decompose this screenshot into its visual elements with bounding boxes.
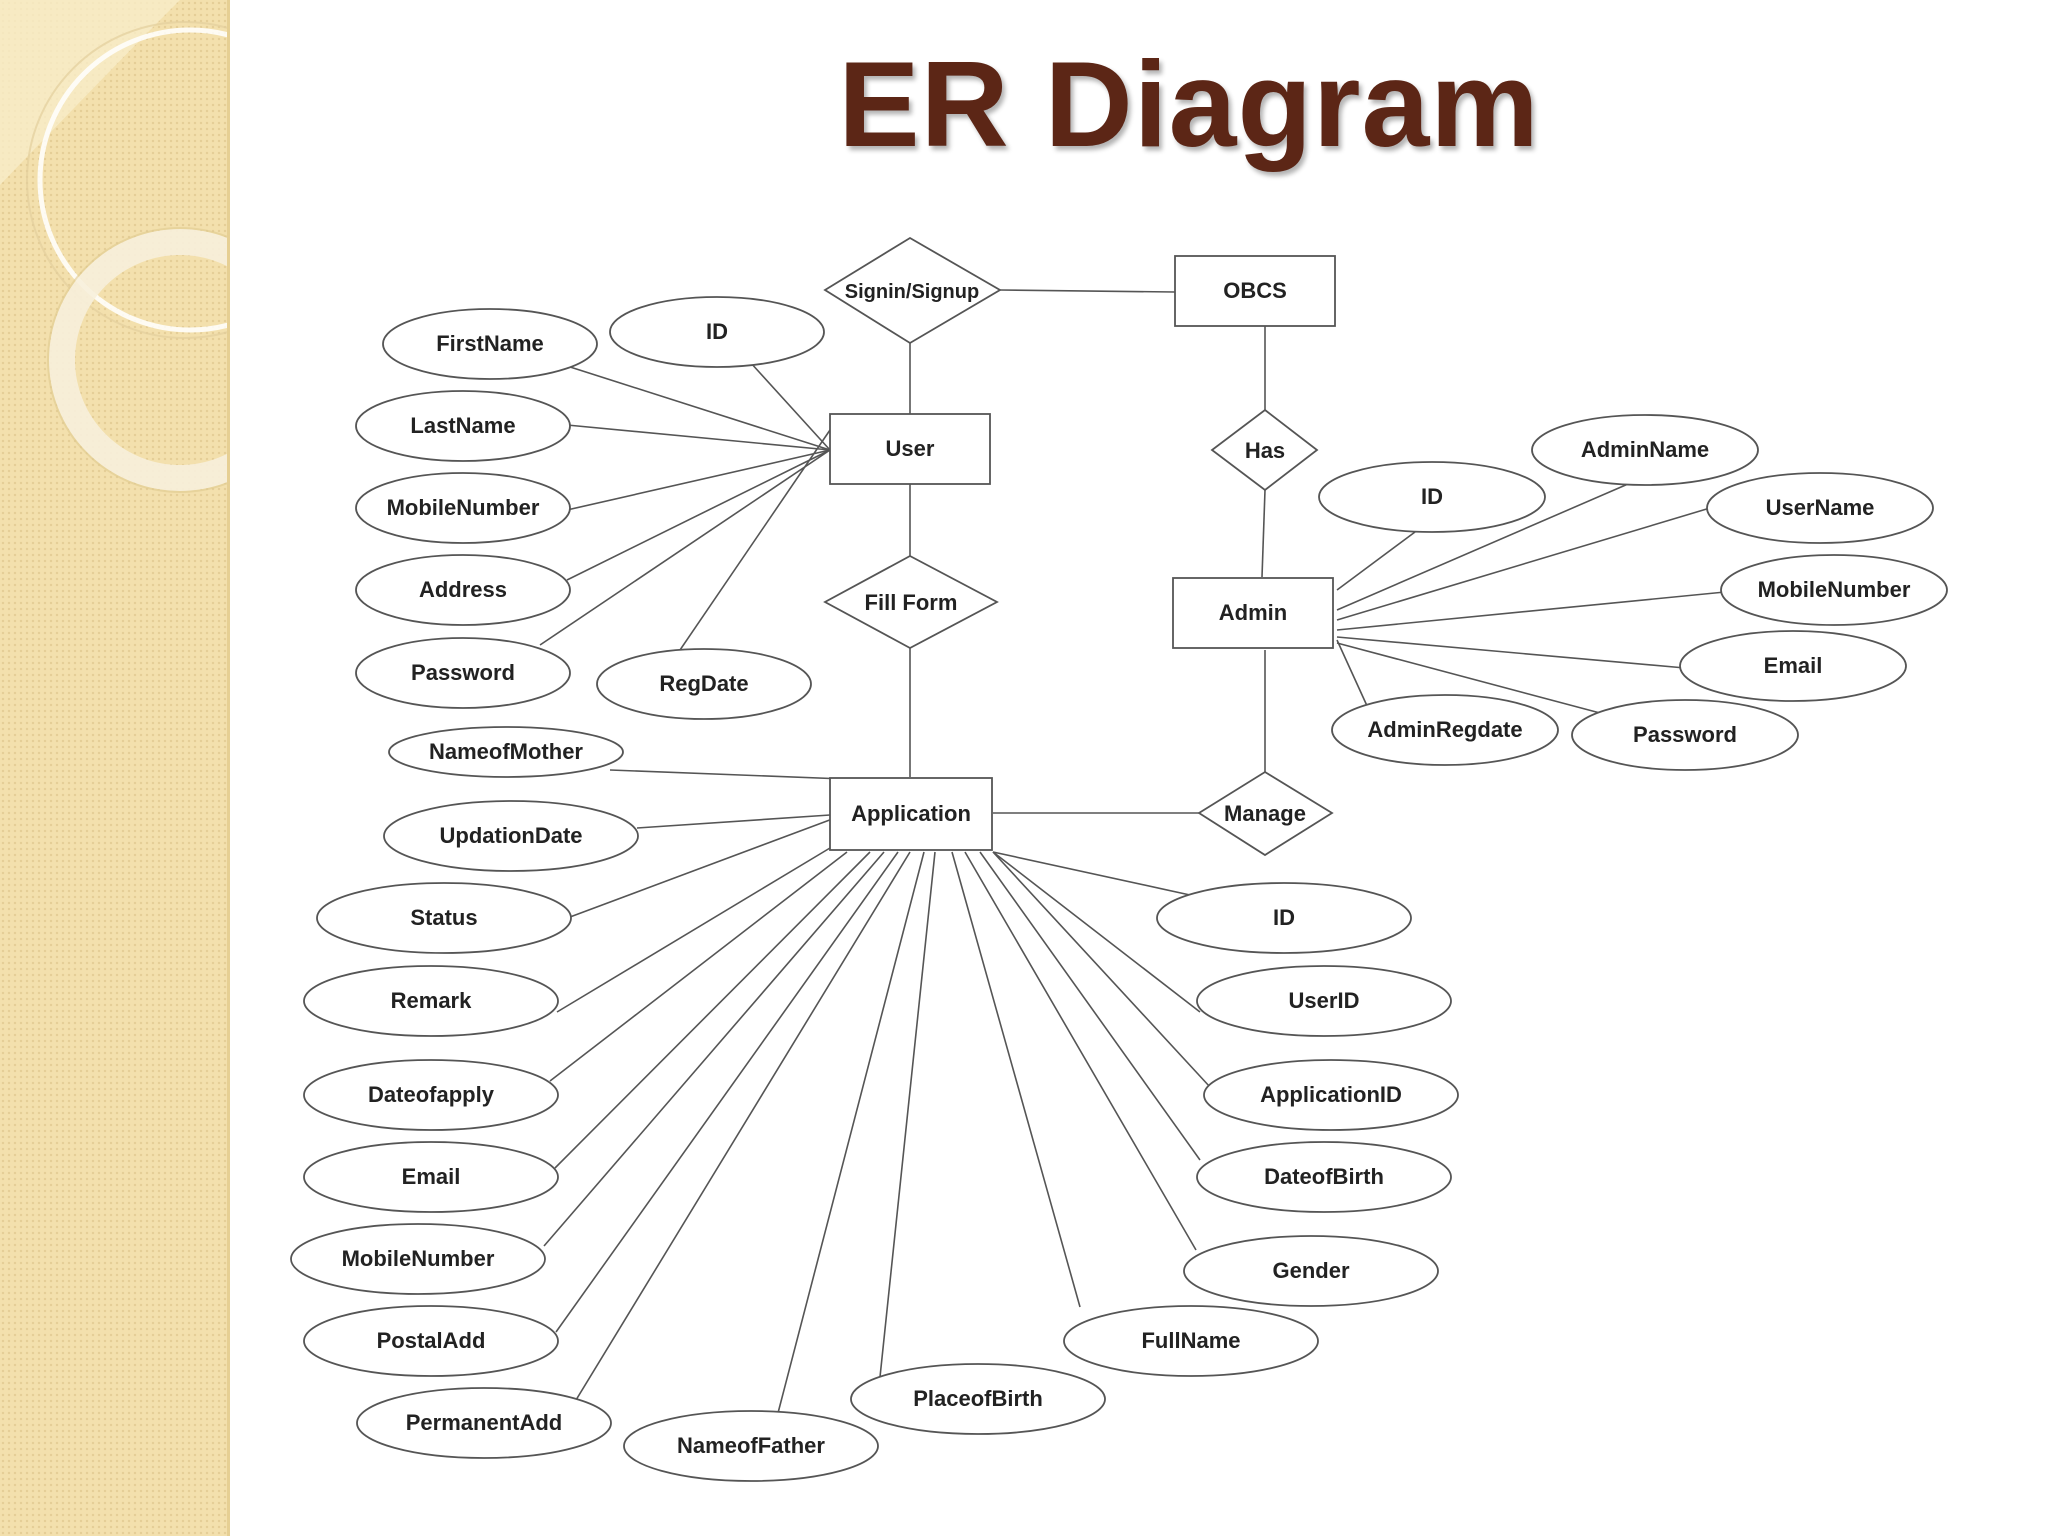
- connector-lines: [539, 289, 1726, 1414]
- svg-text:UserName: UserName: [1766, 495, 1875, 520]
- entity-admin[interactable]: Admin: [1172, 577, 1334, 649]
- user-attr-password[interactable]: Password: [355, 637, 571, 709]
- svg-text:Has: Has: [1245, 438, 1285, 463]
- application-attr-fullname[interactable]: FullName: [1063, 1305, 1319, 1377]
- application-attr-applicationid[interactable]: ApplicationID: [1203, 1059, 1459, 1131]
- user-attr-address[interactable]: Address: [355, 554, 571, 626]
- relationship-manage[interactable]: Manage: [1197, 770, 1334, 857]
- admin-attr-email[interactable]: Email: [1679, 630, 1907, 702]
- svg-text:ID: ID: [1273, 905, 1295, 930]
- svg-text:PostalAdd: PostalAdd: [377, 1328, 486, 1353]
- svg-text:Fill Form: Fill Form: [865, 590, 958, 615]
- relationship-signin-signup[interactable]: Signin/Signup: [823, 236, 1002, 345]
- svg-text:Remark: Remark: [391, 988, 472, 1013]
- svg-text:FullName: FullName: [1141, 1328, 1240, 1353]
- user-attr-id[interactable]: ID: [609, 296, 825, 368]
- application-attr-id[interactable]: ID: [1156, 882, 1412, 954]
- svg-text:NameofMother: NameofMother: [429, 739, 583, 764]
- svg-text:UpdationDate: UpdationDate: [440, 823, 583, 848]
- user-attr-lastname[interactable]: LastName: [355, 390, 571, 462]
- svg-text:MobileNumber: MobileNumber: [387, 495, 540, 520]
- application-attr-permanentadd[interactable]: PermanentAdd: [356, 1387, 612, 1459]
- decorative-sidebar: [0, 0, 230, 1536]
- svg-text:Status: Status: [410, 905, 477, 930]
- svg-text:Email: Email: [1764, 653, 1823, 678]
- application-attr-nameofmother[interactable]: NameofMother: [388, 726, 624, 778]
- application-attr-gender[interactable]: Gender: [1183, 1235, 1439, 1307]
- decorative-rings: [0, 0, 227, 493]
- admin-attr-adminname[interactable]: AdminName: [1531, 414, 1759, 486]
- svg-text:ID: ID: [1421, 484, 1443, 509]
- svg-text:Gender: Gender: [1272, 1258, 1349, 1283]
- svg-text:AdminRegdate: AdminRegdate: [1367, 717, 1522, 742]
- entity-user[interactable]: User: [829, 413, 991, 485]
- svg-text:Address: Address: [419, 577, 507, 602]
- svg-text:Password: Password: [1633, 722, 1737, 747]
- svg-text:Admin: Admin: [1219, 600, 1287, 625]
- relationship-fill-form[interactable]: Fill Form: [823, 554, 999, 650]
- user-attr-firstname[interactable]: FirstName: [382, 308, 598, 380]
- svg-text:PlaceofBirth: PlaceofBirth: [913, 1386, 1043, 1411]
- admin-attr-password[interactable]: Password: [1571, 699, 1799, 771]
- application-attr-updationdate[interactable]: UpdationDate: [383, 800, 639, 872]
- svg-text:Signin/Signup: Signin/Signup: [845, 281, 979, 303]
- user-attr-regdate[interactable]: RegDate: [596, 648, 812, 720]
- svg-text:Application: Application: [851, 801, 971, 826]
- svg-text:User: User: [886, 436, 935, 461]
- svg-text:OBCS: OBCS: [1223, 278, 1287, 303]
- svg-text:Manage: Manage: [1224, 801, 1306, 826]
- application-attr-postaladd[interactable]: PostalAdd: [303, 1305, 559, 1377]
- svg-text:PermanentAdd: PermanentAdd: [406, 1410, 562, 1435]
- application-attr-status[interactable]: Status: [316, 882, 572, 954]
- svg-text:NameofFather: NameofFather: [677, 1433, 825, 1458]
- svg-text:Dateofapply: Dateofapply: [368, 1082, 495, 1107]
- svg-text:AdminName: AdminName: [1581, 437, 1709, 462]
- admin-attr-adminregdate[interactable]: AdminRegdate: [1331, 694, 1559, 766]
- svg-text:DateofBirth: DateofBirth: [1264, 1164, 1384, 1189]
- application-attr-dateofapply[interactable]: Dateofapply: [303, 1059, 559, 1131]
- application-attr-remark[interactable]: Remark: [303, 965, 559, 1037]
- entity-application[interactable]: Application: [829, 777, 993, 851]
- svg-text:Password: Password: [411, 660, 515, 685]
- svg-text:MobileNumber: MobileNumber: [342, 1246, 495, 1271]
- user-attr-mobilenumber[interactable]: MobileNumber: [355, 472, 571, 544]
- application-attr-placeofbirth[interactable]: PlaceofBirth: [850, 1363, 1106, 1435]
- application-attr-email[interactable]: Email: [303, 1141, 559, 1213]
- admin-attr-id[interactable]: ID: [1318, 461, 1546, 533]
- svg-text:ID: ID: [706, 319, 728, 344]
- application-attr-mobilenumber[interactable]: MobileNumber: [290, 1223, 546, 1295]
- svg-text:Email: Email: [402, 1164, 461, 1189]
- svg-text:RegDate: RegDate: [659, 671, 748, 696]
- svg-text:FirstName: FirstName: [436, 331, 544, 356]
- svg-text:ApplicationID: ApplicationID: [1260, 1082, 1402, 1107]
- relationship-has[interactable]: Has: [1210, 408, 1319, 492]
- admin-attr-username[interactable]: UserName: [1706, 472, 1934, 544]
- svg-text:MobileNumber: MobileNumber: [1758, 577, 1911, 602]
- entity-obcs[interactable]: OBCS: [1174, 255, 1336, 327]
- svg-text:LastName: LastName: [410, 413, 515, 438]
- application-attr-dateofbirth[interactable]: DateofBirth: [1196, 1141, 1452, 1213]
- application-attr-userid[interactable]: UserID: [1196, 965, 1452, 1037]
- admin-attr-mobilenumber[interactable]: MobileNumber: [1720, 554, 1948, 626]
- application-attr-nameoffather[interactable]: NameofFather: [623, 1410, 879, 1482]
- svg-text:UserID: UserID: [1289, 988, 1360, 1013]
- slide-title: ER Diagram: [838, 36, 1540, 172]
